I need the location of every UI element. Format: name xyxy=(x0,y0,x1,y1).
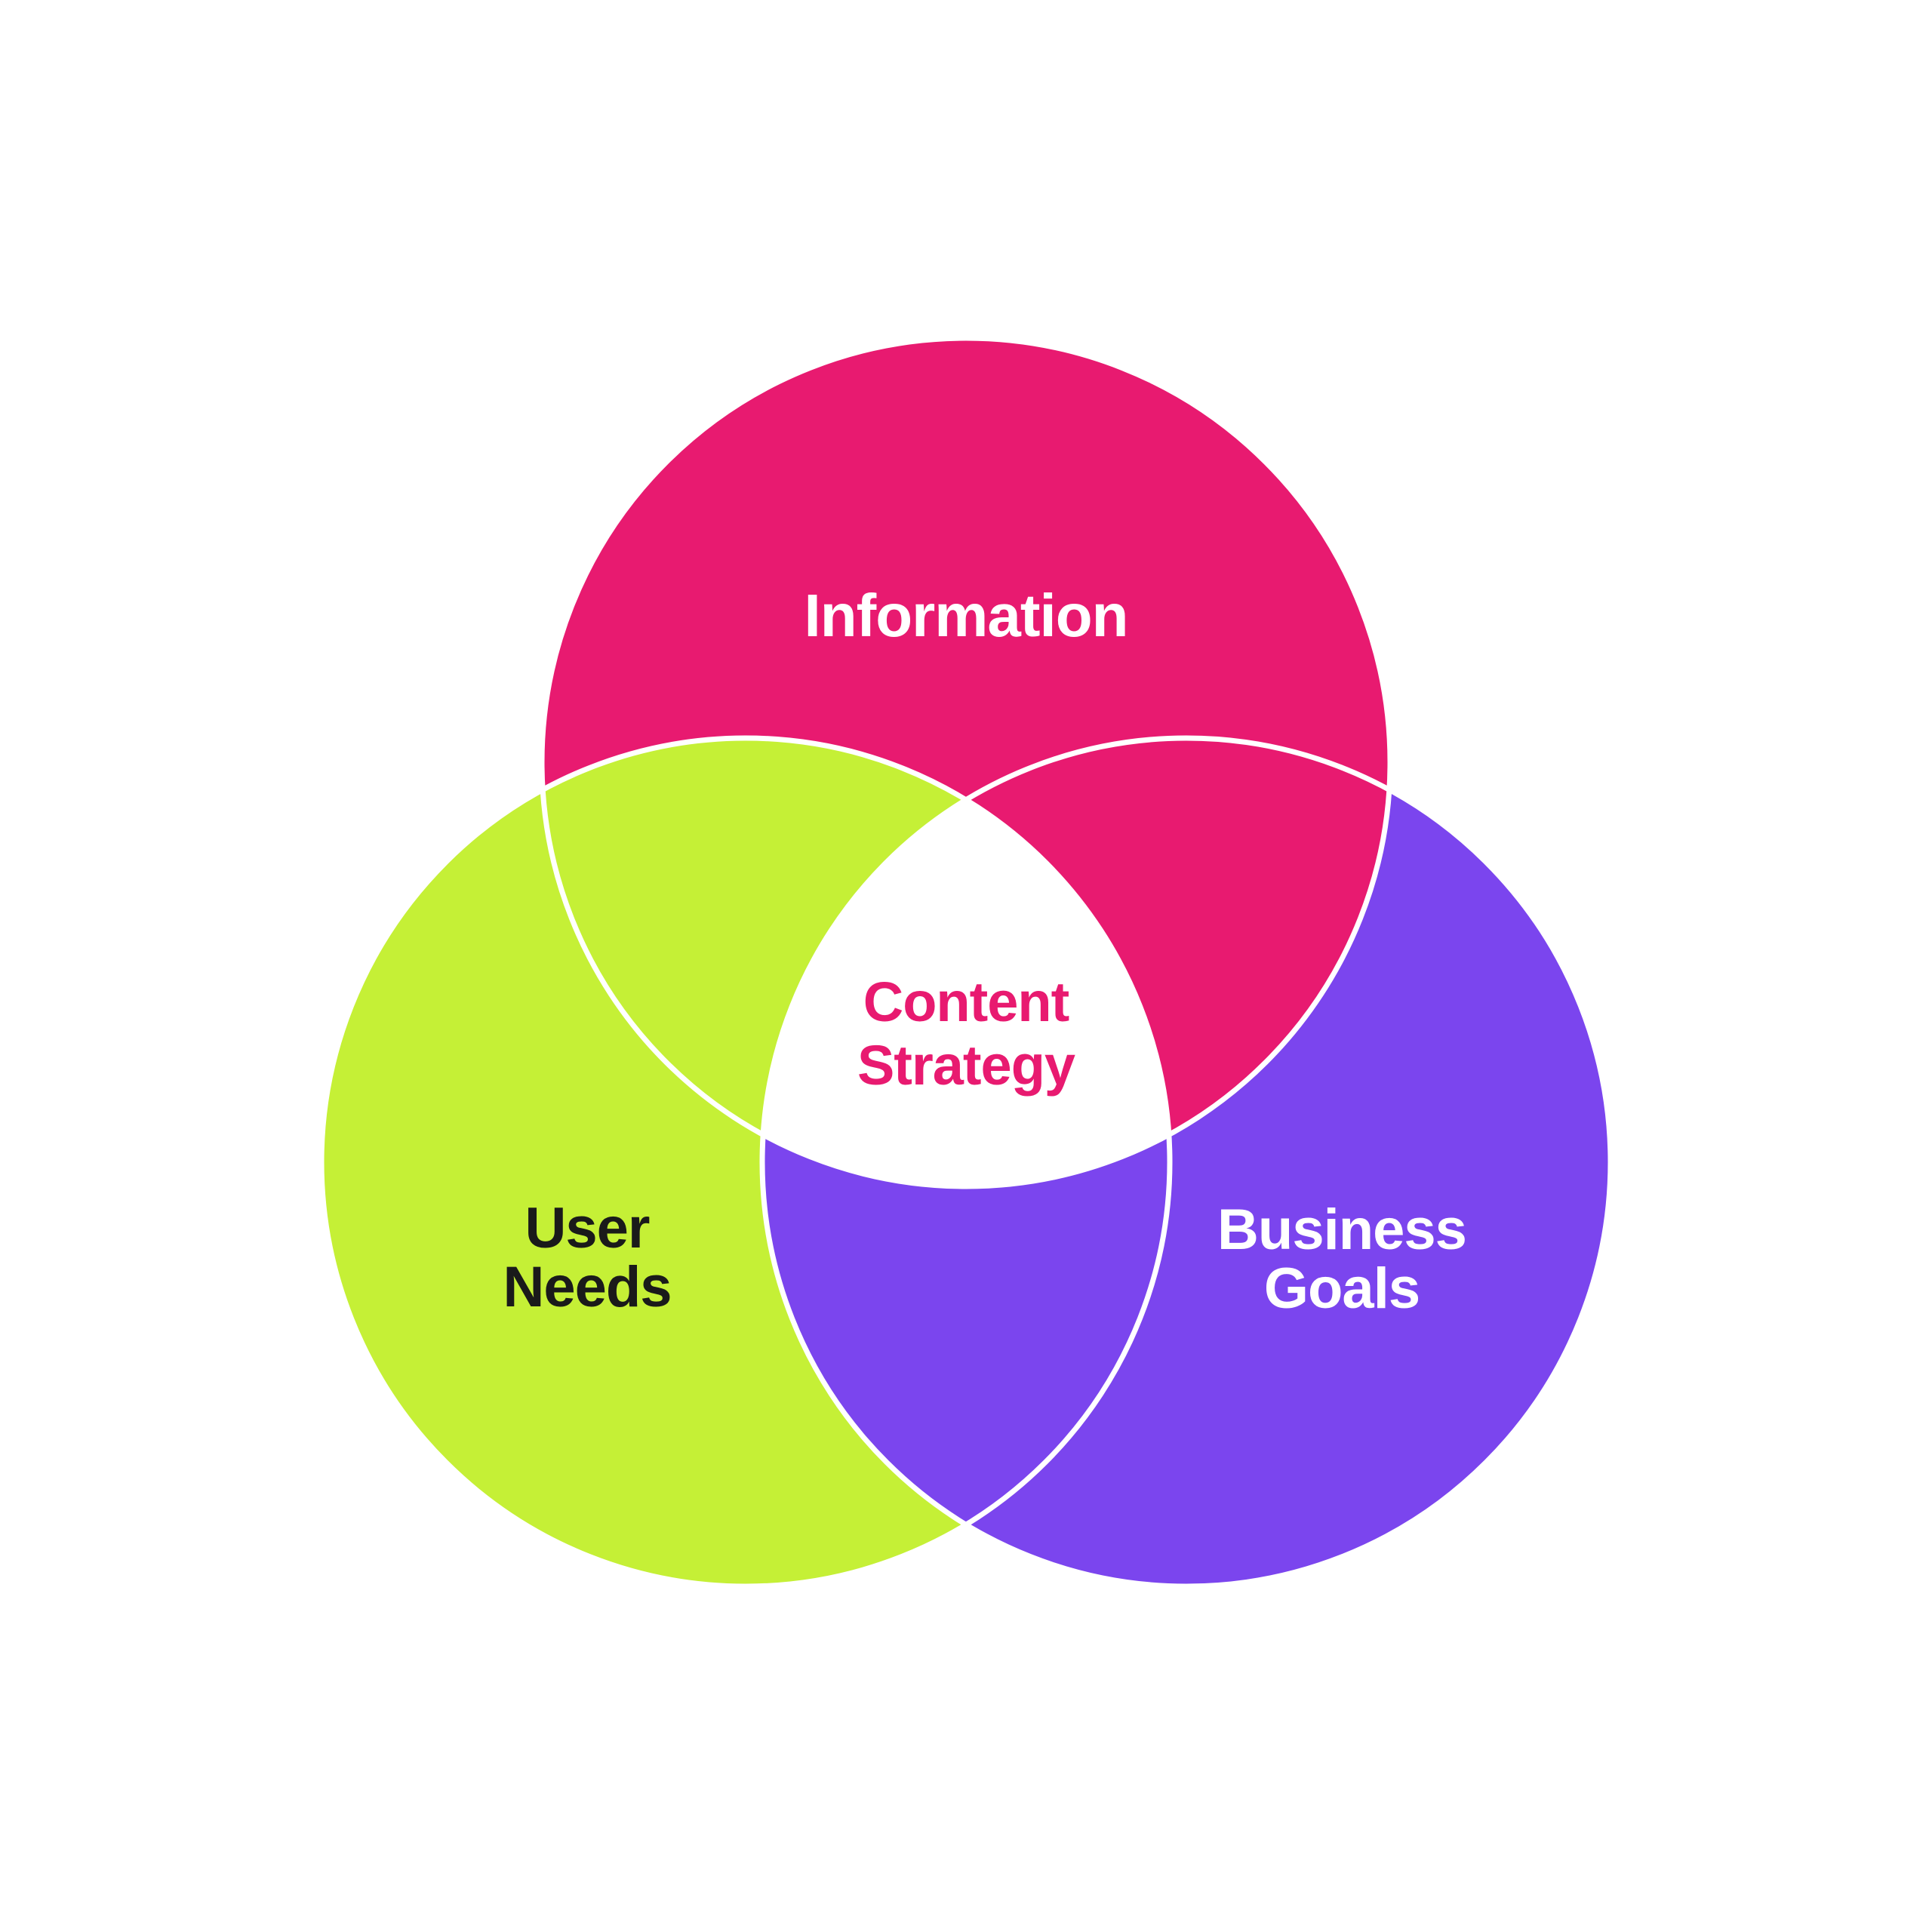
business-goals-label-line1: Business xyxy=(1217,1198,1466,1262)
center-intersection xyxy=(762,738,1170,1186)
content-strategy-label-line1: Content xyxy=(863,971,1069,1033)
information-label: Information xyxy=(804,582,1128,649)
information-circle-outline xyxy=(539,335,1393,1189)
content-strategy-label-line2: Strategy xyxy=(857,1034,1075,1097)
user-needs-label-line1: User xyxy=(525,1196,650,1260)
business-goals-circle-outline xyxy=(759,735,1614,1589)
user-needs-label-line2: Needs xyxy=(503,1255,671,1319)
user-needs-circle-outline xyxy=(318,735,1173,1589)
business-goals-label-line2: Goals xyxy=(1264,1257,1420,1321)
